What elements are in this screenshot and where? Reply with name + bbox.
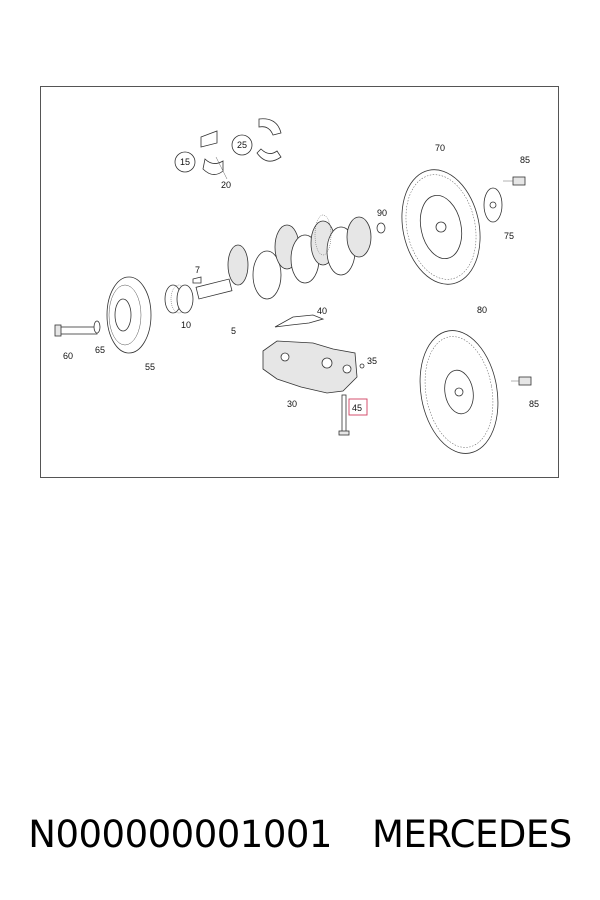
callout-85-upper[interactable]: 85 bbox=[520, 155, 530, 165]
callout-30[interactable]: 30 bbox=[287, 399, 297, 409]
callout-bubble-15 bbox=[174, 151, 196, 173]
callout-80[interactable]: 80 bbox=[477, 305, 487, 315]
callout-5[interactable]: 5 bbox=[231, 326, 236, 336]
callout-85-lower[interactable]: 85 bbox=[529, 399, 539, 409]
vibration-damper: 55 bbox=[106, 276, 155, 372]
flywheel: 80 bbox=[419, 305, 499, 454]
exploded-parts-diagram: 15 25 20 70 85 75 bbox=[54, 118, 539, 454]
product-caption: N000000001001 MERCEDES bbox=[0, 806, 600, 862]
callout-10[interactable]: 10 bbox=[181, 320, 191, 330]
bearing-shell-upper-left bbox=[200, 130, 218, 148]
callout-60[interactable]: 60 bbox=[63, 351, 73, 361]
bearing-shells-group: 15 25 20 bbox=[174, 118, 282, 190]
bearing-shell-upper-right bbox=[258, 118, 282, 136]
callout-90[interactable]: 90 bbox=[377, 208, 387, 218]
pilot-bearing-90-icon bbox=[376, 222, 386, 234]
crank-sprocket: 10 bbox=[164, 284, 194, 330]
callout-bubble-25 bbox=[231, 134, 253, 156]
bearing-shell-lower-right bbox=[256, 148, 282, 162]
bolt-85-upper-icon bbox=[512, 176, 526, 186]
bolt-60-icon bbox=[58, 326, 98, 335]
oil-pump-bracket: 40 bbox=[274, 306, 327, 328]
callout-40[interactable]: 40 bbox=[317, 306, 327, 316]
highlight-box-45 bbox=[348, 398, 368, 416]
callout-55[interactable]: 55 bbox=[145, 362, 155, 372]
flexplate-bolt-group: 85 75 bbox=[483, 155, 530, 241]
part-number: N000000001001 bbox=[28, 812, 332, 856]
bolt-85-lower-icon bbox=[518, 376, 532, 386]
bearing-shell-lower-left bbox=[202, 158, 224, 175]
brand-name: MERCEDES bbox=[371, 812, 572, 856]
oil-pump: 30 bbox=[262, 340, 358, 409]
damper-bolt-group: 60 65 bbox=[54, 320, 105, 361]
bolt-45-icon bbox=[341, 394, 347, 434]
flexplate: 70 bbox=[401, 143, 481, 285]
woodruff-key-group: 7 bbox=[192, 265, 202, 284]
washer-65-icon bbox=[93, 320, 101, 334]
callout-20[interactable]: 20 bbox=[221, 180, 231, 190]
crankshaft: 5 bbox=[195, 214, 372, 336]
callout-65[interactable]: 65 bbox=[95, 345, 105, 355]
callout-35[interactable]: 35 bbox=[367, 356, 377, 366]
callout-15[interactable]: 15 bbox=[180, 157, 190, 167]
callout-7[interactable]: 7 bbox=[195, 265, 200, 275]
parts-diagram-frame: 15 25 20 70 85 75 bbox=[40, 86, 559, 478]
callout-75[interactable]: 75 bbox=[504, 231, 514, 241]
flywheel-bolt-group: 85 bbox=[511, 376, 539, 409]
callout-45[interactable]: 45 bbox=[352, 403, 362, 413]
pilot-bearing-group: 90 bbox=[376, 208, 387, 234]
plug-screw-35-icon bbox=[359, 363, 365, 369]
callout-70[interactable]: 70 bbox=[435, 143, 445, 153]
woodruff-key-7-icon bbox=[192, 276, 202, 284]
plug-screw-group: 35 bbox=[359, 356, 377, 369]
callout-25[interactable]: 25 bbox=[237, 140, 247, 150]
bolt-45-group[interactable]: 45 bbox=[338, 394, 368, 436]
